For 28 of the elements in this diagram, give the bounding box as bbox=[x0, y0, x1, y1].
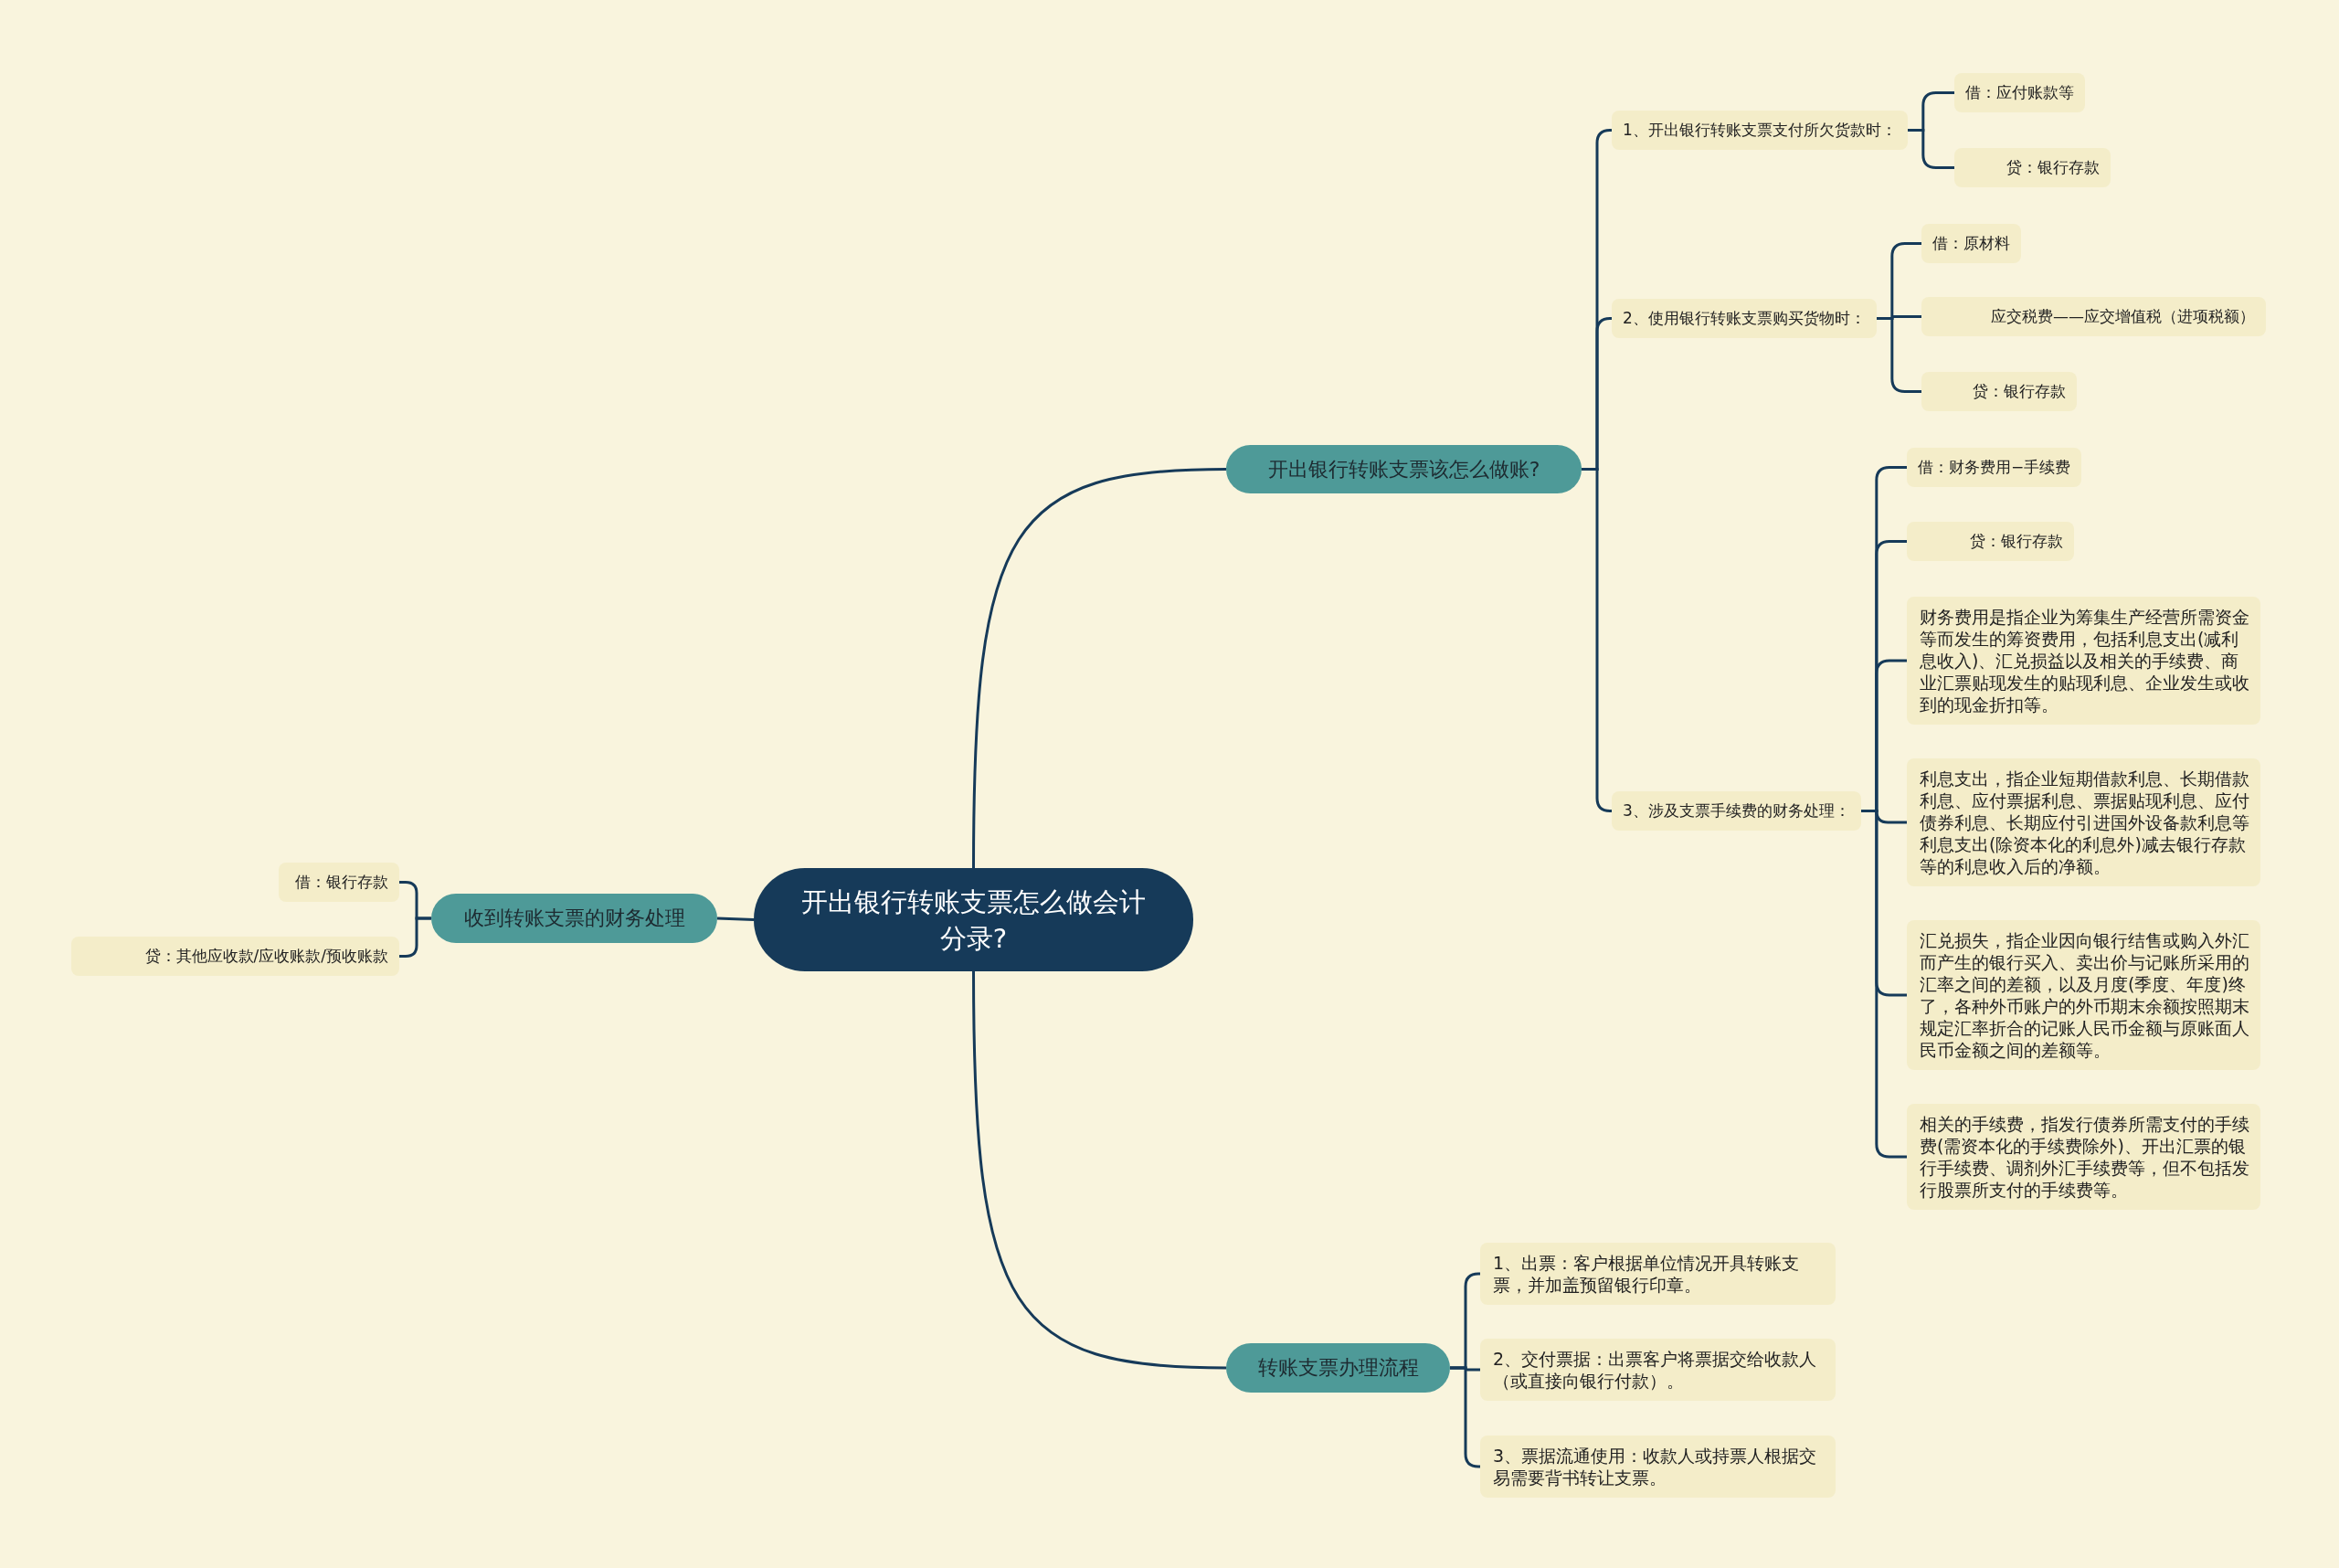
subtopic-box: 1、开出银行转账支票支付所欠货款时： bbox=[1612, 111, 1908, 150]
connector-line bbox=[972, 971, 1227, 1370]
note-box: 利息支出，指企业短期借款利息、长期借款利息、应付票据利息、票据贴现利息、应付债券利息、长期应付引进国外设备款利息等利息支出(除资本化的利息外)减去银行存款等的利息收入后的净额。 bbox=[1907, 758, 2260, 886]
topic-box: 开出银行转账支票该怎么做账? bbox=[1226, 445, 1582, 493]
subtopic-box: 2、使用银行转账支票购买货物时： bbox=[1612, 299, 1877, 338]
subtopic-box: 贷：银行存款 bbox=[1921, 372, 2077, 411]
topic-box: 收到转账支票的财务处理 bbox=[431, 894, 717, 943]
subtopic-box: 贷：银行存款 bbox=[1907, 522, 2074, 561]
note-box: 相关的手续费，指发行债券所需支付的手续费(需资本化的手续费除外)、开出汇票的银行手续费、调剂外汇手续费等，但不包括发行股票所支付的手续费等。 bbox=[1907, 1104, 2260, 1210]
connector-line bbox=[972, 468, 1227, 868]
topic-box: 转账支票办理流程 bbox=[1226, 1343, 1450, 1393]
subtopic-box: 借：原材料 bbox=[1921, 224, 2021, 263]
subtopic-box: 借：财务费用−手续费 bbox=[1907, 448, 2082, 487]
subtopic-box: 贷：其他应收款/应收账款/预收账款 bbox=[71, 937, 399, 976]
note-box: 汇兑损失，指企业因向银行结售或购入外汇而产生的银行买入、卖出价与记账所采用的汇率之间的差额，以及月度(季度、年度)终了，各种外币账户的外币期末余额按照期末规定汇率折合的记账人民币金额与原账面人民币金额之间的差额等。 bbox=[1907, 920, 2260, 1070]
subtopic-box: 借：应付账款等 bbox=[1954, 73, 2085, 112]
note-box: 2、交付票据：出票客户将票据交给收款人（或直接向银行付款）。 bbox=[1480, 1339, 1836, 1401]
subtopic-box: 应交税费——应交增值税（进项税额） bbox=[1921, 297, 2266, 336]
note-box: 1、出票：客户根据单位情况开具转账支票，并加盖预留银行印章。 bbox=[1480, 1243, 1836, 1305]
note-box: 3、票据流通使用：收款人或持票人根据交易需要背书转让支票。 bbox=[1480, 1436, 1836, 1498]
connector-line bbox=[399, 916, 431, 958]
connector-line bbox=[716, 916, 755, 921]
connector-line bbox=[1860, 810, 1907, 1159]
central-topic: 开出银行转账支票怎么做会计分录? bbox=[754, 868, 1193, 971]
subtopic-box: 3、涉及支票手续费的财务处理： bbox=[1612, 791, 1861, 831]
subtopic-box: 借：银行存款 bbox=[279, 863, 399, 902]
note-box: 财务费用是指企业为筹集生产经营所需资金等而发生的筹资费用，包括利息支出(减利息收入)、汇兑损益以及相关的手续费、商业汇票贴现发生的贴现利息、企业发生或收到的现金折扣等。 bbox=[1907, 597, 2260, 725]
subtopic-box: 贷：银行存款 bbox=[1954, 148, 2111, 187]
